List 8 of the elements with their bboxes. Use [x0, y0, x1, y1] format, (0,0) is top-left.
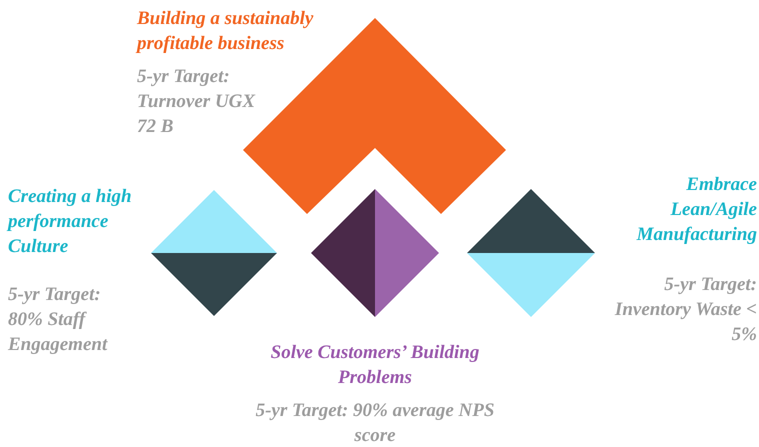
target-text: 5-yr Target: Inventory Waste < 5%: [614, 273, 757, 347]
goal-heading: Solve Customers’ Building Problems: [270, 341, 480, 390]
goal-heading: Building a sustainably profitable business: [137, 7, 314, 56]
target-text: 5-yr Target: 90% average NPS score: [254, 399, 496, 447]
target-text: 5-yr Target: Turnover UGX 72 B: [137, 65, 256, 139]
goal-heading: Embrace Lean/Agile Manufacturing: [635, 173, 757, 247]
goal-heading: Creating a high performance Culture: [8, 185, 133, 259]
target-text: 5-yr Target: 80% Staff Engagement: [8, 283, 109, 357]
